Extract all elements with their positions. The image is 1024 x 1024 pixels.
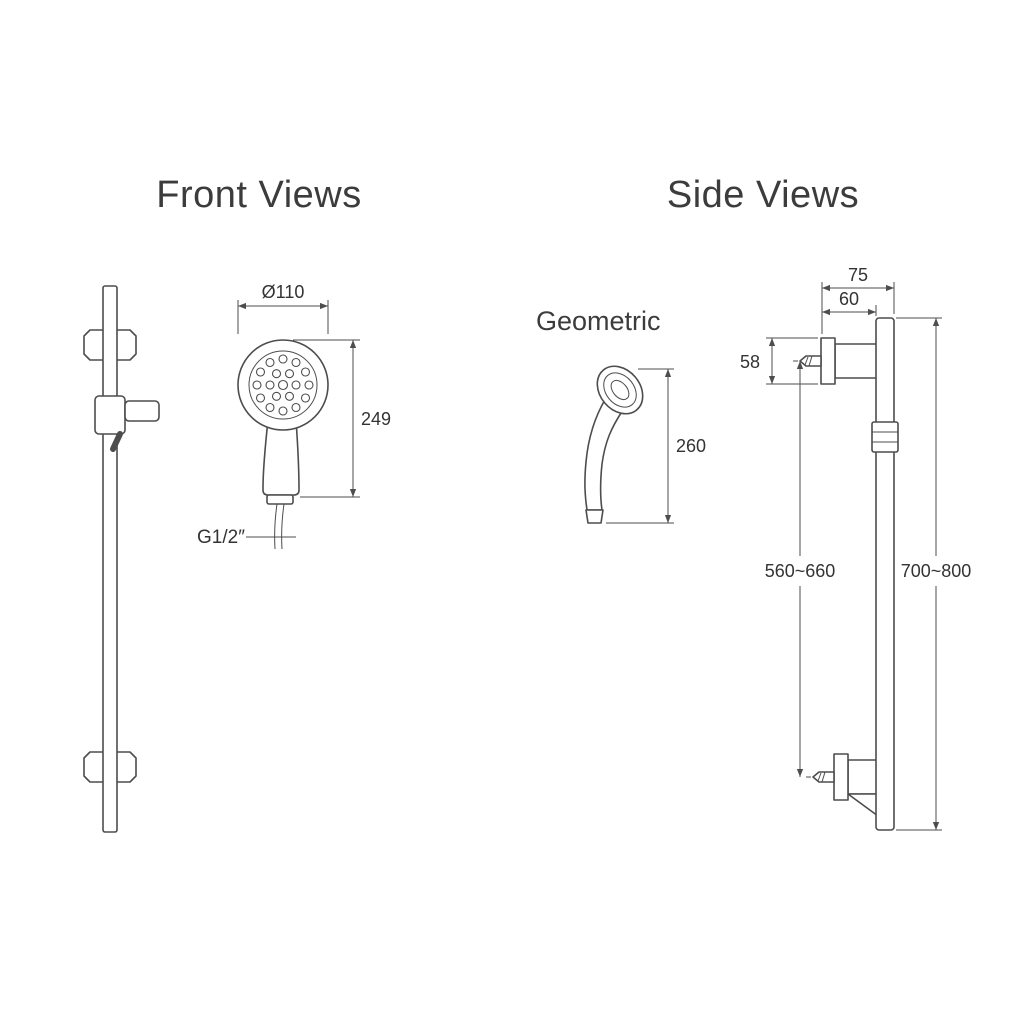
bottom-screw-thread-2	[817, 772, 822, 782]
side-slidebar-bottom-arm	[847, 759, 879, 795]
front-handshower-hose-right	[281, 503, 285, 550]
side-views-title: Side Views	[667, 174, 859, 216]
label-connection-thread: G1/2″	[197, 527, 296, 548]
side-handshower-head	[596, 365, 644, 415]
front-views-title: Front Views	[156, 174, 361, 216]
bottom-screw-thread-1	[821, 771, 826, 783]
front-slidebar-drawing	[83, 285, 160, 833]
front-handshower-hose-left	[274, 503, 278, 550]
thread-label-value: G1/2″	[197, 527, 245, 548]
dim-bar-length: 700~800	[896, 317, 972, 831]
front-slidebar-lever	[110, 431, 123, 452]
top-screw-thread-1	[808, 355, 813, 367]
front-slidebar-rail	[102, 285, 118, 833]
side-slidebar-rail	[875, 317, 895, 831]
dim-offset-outer: 75	[821, 265, 895, 334]
spray-pattern-label: Geometric	[536, 306, 661, 336]
side-handshower-head-face	[603, 372, 637, 408]
side-slidebar-top-arm	[834, 343, 879, 379]
dim-75-value: 75	[848, 265, 868, 285]
front-slidebar-slider-body	[94, 395, 126, 435]
side-handshower-head-rim	[596, 365, 644, 415]
dim-offset-inner: 60	[822, 289, 877, 316]
dim-700-value: 700~800	[901, 561, 972, 581]
top-screw-thread-2	[804, 356, 809, 366]
dim-head-diameter: Ø110	[237, 282, 329, 334]
dim-bracket-height: 58	[740, 337, 818, 385]
side-handshower-drawing	[584, 365, 644, 524]
front-handshower-nozzle-pattern	[252, 354, 314, 416]
front-handshower-head-face	[248, 350, 318, 420]
dim-handshower-length-side: 260	[606, 368, 706, 524]
front-slidebar-slider-knob	[124, 400, 160, 422]
side-slidebar-bottom-flange	[833, 753, 849, 801]
front-handshower-handle	[262, 419, 300, 496]
front-handshower-connector	[266, 494, 294, 505]
dim-handshower-length-front: 249	[293, 339, 391, 498]
side-slidebar-bottom-support	[847, 793, 879, 817]
side-slidebar-drawing	[793, 317, 899, 831]
side-handshower-nozzle	[585, 509, 604, 524]
dim-260-value: 260	[676, 436, 706, 456]
dim-head-diameter-value: Ø110	[262, 282, 305, 302]
dim-249-value: 249	[361, 409, 391, 429]
dim-58-value: 58	[740, 352, 760, 372]
side-slidebar-top-flange	[820, 337, 836, 385]
front-handshower-drawing	[237, 339, 329, 550]
dim-bracket-spacing: 560~660	[765, 361, 836, 777]
dim-60-value: 60	[839, 289, 859, 309]
dim-560-value: 560~660	[765, 561, 836, 581]
side-handshower-head-core	[610, 379, 630, 401]
side-slidebar-ring	[871, 421, 899, 453]
side-handshower-handle	[584, 397, 624, 511]
